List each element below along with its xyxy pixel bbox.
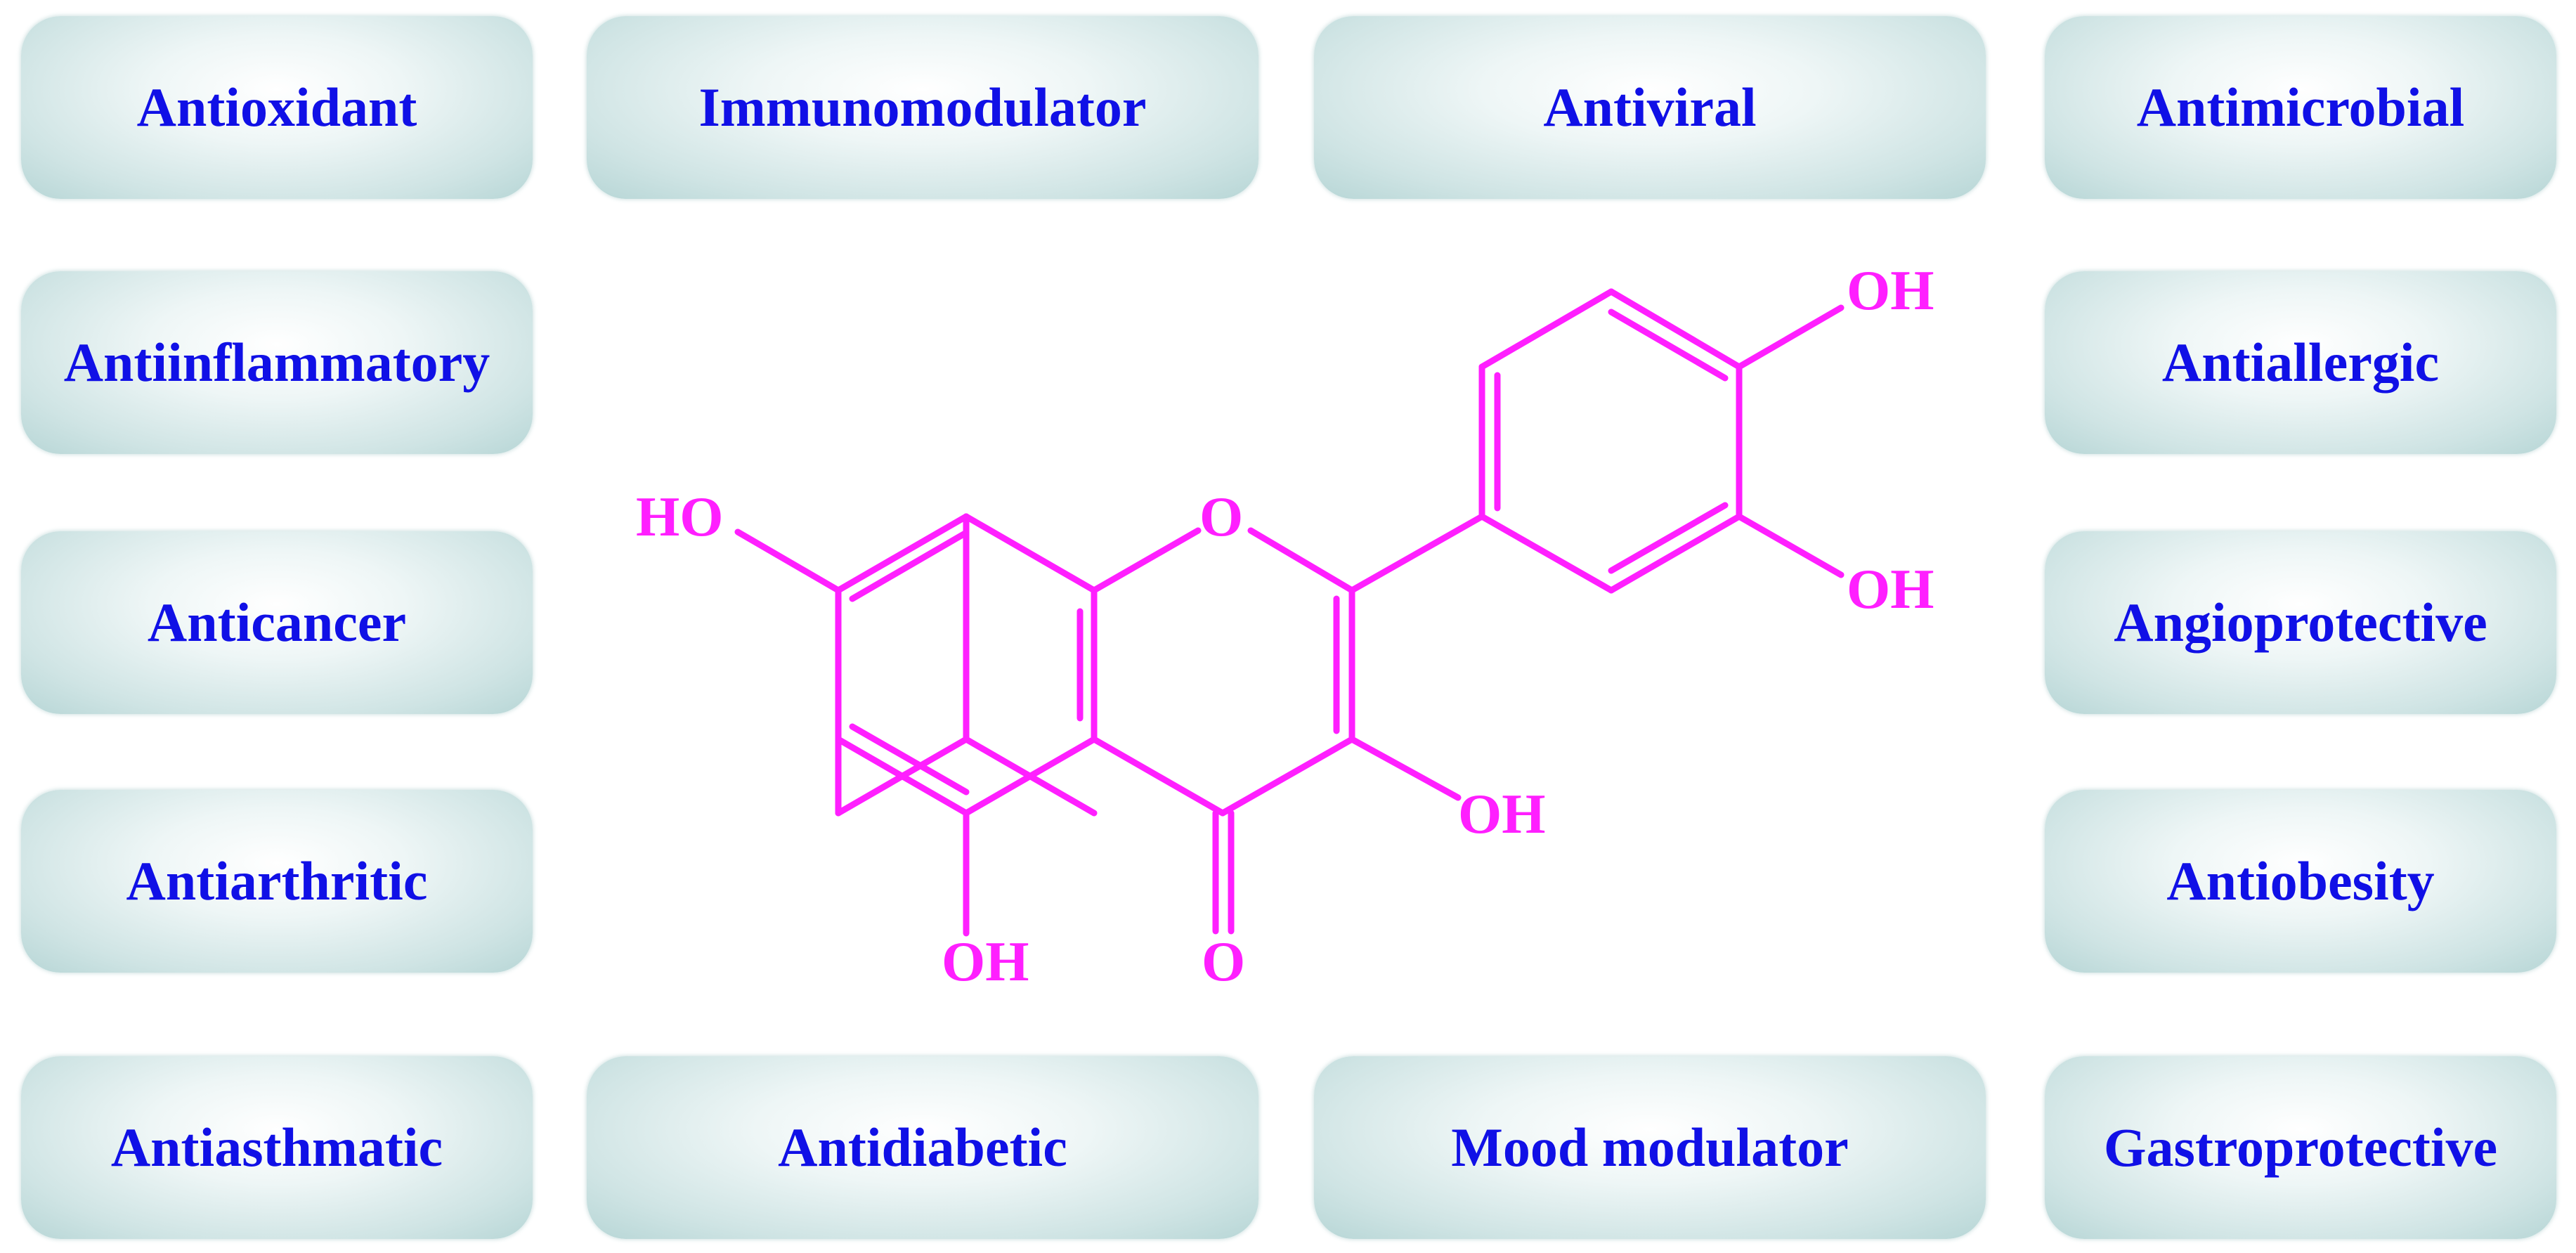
bond	[835, 736, 970, 817]
ring-oxygen-label: O	[1199, 486, 1243, 548]
activity-label: Immunomodulator	[698, 77, 1147, 138]
oh-label: OH	[1847, 260, 1934, 322]
activity-box-antiobesity: Antiobesity	[2045, 790, 2556, 973]
bond	[1219, 736, 1355, 817]
bond	[1478, 513, 1615, 594]
activity-box-antiinflammatory: Antiinflammatory	[21, 271, 533, 454]
activity-label: Anticancer	[147, 592, 407, 653]
bond	[849, 723, 970, 796]
activity-box-angioprotective: Angioprotective	[2045, 531, 2556, 714]
oh-label: OH	[942, 931, 1029, 993]
activity-box-antimicrobial: Antimicrobial	[2045, 16, 2556, 199]
activity-label: Antiasthmatic	[110, 1117, 443, 1178]
activity-label: Antiallergic	[2161, 332, 2440, 393]
bond	[963, 736, 1098, 817]
bond	[849, 529, 970, 602]
oh-label: OH	[1847, 559, 1934, 621]
bond	[1348, 736, 1462, 801]
activity-label: Antimicrobial	[2136, 77, 2465, 138]
activity-box-antioxidant: Antioxidant	[21, 16, 533, 199]
activity-label: Angioprotective	[2114, 592, 2487, 653]
bond	[1736, 513, 1845, 578]
activity-label: Gastroprotective	[2103, 1117, 2498, 1178]
bond	[1091, 527, 1202, 594]
activity-label: Antiarthritic	[126, 850, 428, 911]
activity-box-immunomodulator: Immunomodulator	[587, 16, 1258, 199]
bond	[1736, 304, 1845, 370]
bond	[1608, 309, 1729, 382]
activity-label: Antidiabetic	[778, 1117, 1067, 1178]
bond	[1478, 288, 1615, 370]
bond	[1608, 513, 1743, 594]
activity-box-antidiabetic: Antidiabetic	[587, 1056, 1258, 1239]
activity-box-mood-modulator: Mood modulator	[1314, 1056, 1986, 1239]
activity-box-antiviral: Antiviral	[1314, 16, 1986, 199]
activity-box-antiallergic: Antiallergic	[2045, 271, 2556, 454]
bond	[1091, 736, 1226, 817]
bond	[734, 528, 842, 594]
activity-box-gastroprotective: Gastroprotective	[2045, 1056, 2556, 1239]
activity-label: Mood modulator	[1451, 1117, 1849, 1178]
activity-label: Antiobesity	[2166, 850, 2435, 911]
activity-label: Antiviral	[1543, 77, 1757, 138]
bond	[1608, 502, 1729, 574]
bond	[835, 513, 970, 594]
bond	[1247, 527, 1355, 594]
activity-box-anticancer: Anticancer	[21, 531, 533, 714]
activity-label: Antiinflammatory	[63, 332, 490, 393]
carbonyl-oxygen-label: O	[1202, 931, 1245, 993]
bond	[966, 517, 1094, 813]
bond	[963, 513, 1098, 594]
bond	[1608, 288, 1743, 370]
bond	[1348, 513, 1485, 594]
ho-label: HO	[636, 486, 723, 548]
oh-label: OH	[1458, 784, 1545, 845]
activity-label: Antioxidant	[136, 77, 417, 138]
activity-box-antiasthmatic: Antiasthmatic	[21, 1056, 533, 1239]
activity-box-antiarthritic: Antiarthritic	[21, 790, 533, 973]
